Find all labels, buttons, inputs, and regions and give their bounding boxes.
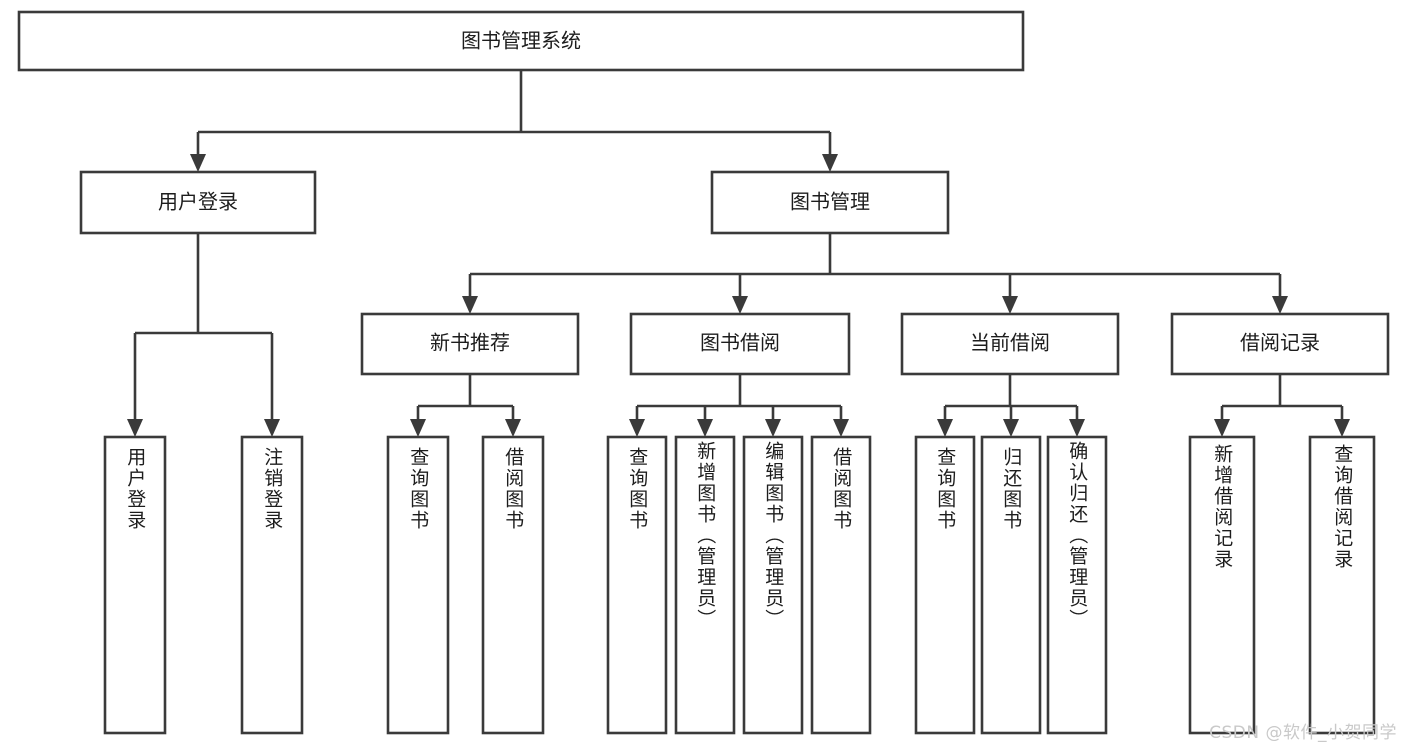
node-book-management-label: 图书管理 bbox=[790, 190, 870, 214]
arrow-borrow-leaf-3 bbox=[765, 419, 781, 437]
leaf-box-edit-book-admin[interactable] bbox=[742, 435, 804, 735]
arrow-root-to-book-mgmt bbox=[822, 154, 838, 172]
node-book-management[interactable]: 图书管理 bbox=[710, 170, 950, 235]
arrow-book-mgmt-to-new-books bbox=[462, 296, 478, 314]
arrow-user-login-leaf-2 bbox=[264, 419, 280, 437]
leaf-box-add-book-admin[interactable] bbox=[674, 435, 736, 735]
arrow-borrow-leaf-1 bbox=[629, 419, 645, 437]
arrow-book-mgmt-to-borrow bbox=[732, 296, 748, 314]
arrow-records-leaf-2 bbox=[1334, 419, 1350, 437]
leaf-box-borrow-books-new[interactable] bbox=[481, 435, 545, 735]
leaf-box-user-login[interactable] bbox=[103, 435, 167, 735]
arrow-new-books-leaf-2 bbox=[505, 419, 521, 437]
node-book-borrowing-label: 图书借阅 bbox=[700, 331, 780, 355]
leaf-box-query-books-new[interactable] bbox=[386, 435, 450, 735]
node-borrowing-records-label: 借阅记录 bbox=[1240, 331, 1320, 355]
node-user-login-label: 用户登录 bbox=[158, 190, 238, 214]
leaf-box-query-books-borrow[interactable] bbox=[606, 435, 668, 735]
node-new-book-recommendation[interactable]: 新书推荐 bbox=[360, 312, 580, 376]
arrow-records-leaf-1 bbox=[1214, 419, 1230, 437]
csdn-watermark: CSDN @软件_小贺同学 bbox=[1209, 723, 1397, 743]
node-current-borrowing[interactable]: 当前借阅 bbox=[900, 312, 1120, 376]
leaf-box-query-borrow-record[interactable] bbox=[1308, 435, 1376, 735]
node-root-system[interactable]: 图书管理系统 bbox=[17, 10, 1025, 72]
node-layer: 图书管理系统 用户登录 图书管理 新书推荐 图书借阅 bbox=[17, 10, 1390, 735]
arrow-book-mgmt-to-records bbox=[1272, 296, 1288, 314]
node-book-borrowing[interactable]: 图书借阅 bbox=[629, 312, 851, 376]
arrow-root-to-user-login bbox=[190, 154, 206, 172]
node-current-borrowing-label: 当前借阅 bbox=[970, 331, 1050, 355]
connector-layer bbox=[127, 70, 1350, 437]
arrow-current-leaf-2 bbox=[1003, 419, 1019, 437]
node-user-login[interactable]: 用户登录 bbox=[79, 170, 317, 235]
leaf-box-borrow-books-borrow[interactable] bbox=[810, 435, 872, 735]
arrow-user-login-leaf-1 bbox=[127, 419, 143, 437]
arrow-new-books-leaf-1 bbox=[410, 419, 426, 437]
arrow-borrow-leaf-4 bbox=[833, 419, 849, 437]
leaf-box-confirm-return-admin[interactable] bbox=[1046, 435, 1108, 735]
node-new-book-recommendation-label: 新书推荐 bbox=[430, 331, 510, 355]
arrow-book-mgmt-to-current bbox=[1002, 296, 1018, 314]
leaf-box-return-books[interactable] bbox=[980, 435, 1042, 735]
arrow-borrow-leaf-2 bbox=[697, 419, 713, 437]
node-root-system-label: 图书管理系统 bbox=[461, 29, 581, 53]
arrow-current-leaf-3 bbox=[1069, 419, 1085, 437]
node-borrowing-records[interactable]: 借阅记录 bbox=[1170, 312, 1390, 376]
leaf-box-logout[interactable] bbox=[240, 435, 304, 735]
arrow-current-leaf-1 bbox=[937, 419, 953, 437]
leaf-box-query-books-current[interactable] bbox=[914, 435, 976, 735]
leaf-box-add-borrow-record[interactable] bbox=[1188, 435, 1256, 735]
